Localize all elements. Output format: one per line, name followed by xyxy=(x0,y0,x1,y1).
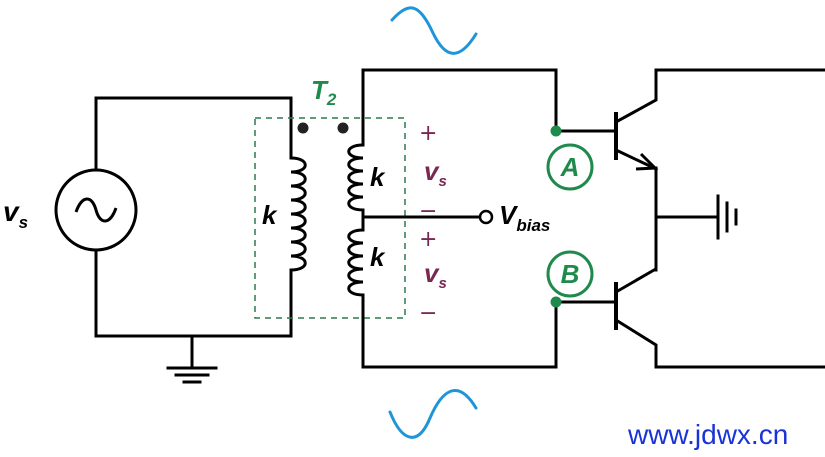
sine-wave-icon xyxy=(388,389,478,439)
primary-top-wire xyxy=(94,96,293,172)
upper-secondary-ratio-label: k xyxy=(370,162,386,192)
bias-label: Vbias xyxy=(499,200,550,235)
primary-bottom-wire xyxy=(94,248,293,338)
polarity-dot-secondary xyxy=(337,122,349,134)
upper-voltage-annotation: + vs − xyxy=(419,121,447,224)
svg-text:A: A xyxy=(560,152,580,182)
secondary-top-wire xyxy=(361,68,615,133)
lower-secondary-ratio-label: k xyxy=(370,242,386,272)
node-a-dot xyxy=(550,125,562,137)
primary-coil xyxy=(289,156,307,277)
primary-circuit xyxy=(54,96,293,384)
ground-icon xyxy=(716,194,738,240)
upper-emitter xyxy=(614,148,656,170)
lower-plus-sign: + xyxy=(419,227,437,252)
upper-plus-sign: + xyxy=(419,121,437,146)
watermark-text: www.jdwx.cn xyxy=(627,419,788,450)
npn-transistor-icon xyxy=(613,267,825,369)
svg-text:B: B xyxy=(561,259,580,289)
bias-terminal xyxy=(478,209,494,225)
lower-collector xyxy=(613,267,657,295)
upper-minus-sign: − xyxy=(419,199,437,224)
ground-icon xyxy=(166,366,218,384)
primary-ratio-label: k xyxy=(262,200,278,230)
lower-secondary-coil xyxy=(347,215,365,297)
lower-minus-sign: − xyxy=(419,301,437,326)
node-b-dot xyxy=(550,296,562,308)
secondary-bottom-wire xyxy=(361,293,615,369)
sine-wave-icon xyxy=(390,6,478,55)
node-b-label: B xyxy=(546,250,594,298)
npn-transistor-icon xyxy=(613,68,825,171)
secondary-circuit xyxy=(361,68,615,369)
ac-source-icon xyxy=(54,168,138,252)
transformer-label: T2 xyxy=(311,75,337,109)
source-label: vs xyxy=(3,196,28,232)
upper-collector-wire xyxy=(613,68,825,125)
upper-secondary-coil xyxy=(347,143,365,219)
transformer-core-box xyxy=(254,117,406,319)
lower-voltage-label: vs xyxy=(424,258,447,292)
lower-emitter-wire xyxy=(613,317,825,369)
node-a-label: A xyxy=(546,143,594,191)
transformer-t2: T2 k k k xyxy=(254,75,406,319)
upper-voltage-label: vs xyxy=(424,156,447,190)
polarity-dot-primary xyxy=(297,122,309,134)
lower-voltage-annotation: + vs − xyxy=(419,227,447,326)
